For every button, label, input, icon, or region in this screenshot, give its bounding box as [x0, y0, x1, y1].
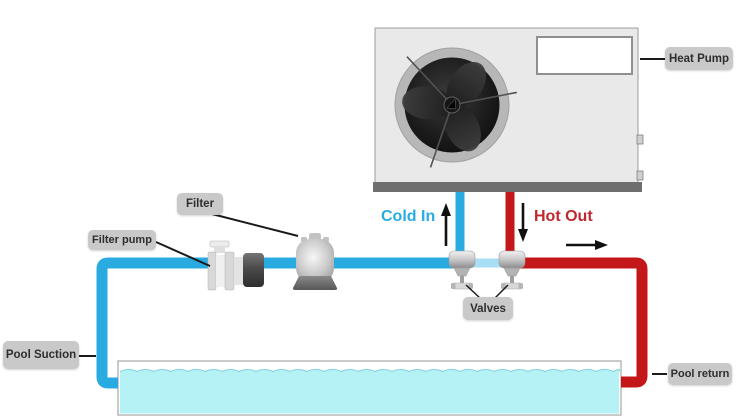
pool-water	[120, 369, 620, 414]
water-surface-line	[119, 369, 621, 373]
fan-icon	[394, 47, 517, 168]
side-connector-top	[636, 134, 644, 145]
display-panel	[536, 36, 633, 75]
valves-leader-line-left	[465, 284, 482, 300]
hot-out-arrow-icon	[518, 203, 528, 242]
heat-pump-base	[373, 182, 642, 192]
filter-label: Filter	[177, 193, 223, 215]
hot-pipe	[512, 257, 648, 388]
filter-pump-label: Filter pump	[88, 230, 156, 250]
pool-return-label: Pool return	[668, 363, 732, 385]
pool	[117, 360, 622, 416]
pool-suction-label: Pool Suction	[3, 341, 79, 369]
hot-out-text: Hot Out	[534, 208, 593, 225]
valves-label: Valves	[463, 297, 513, 320]
flow-right-arrow-icon	[566, 240, 608, 250]
side-connector-bottom	[636, 170, 644, 181]
filter-leader-line	[207, 212, 299, 237]
filter-pump-device	[207, 240, 264, 291]
heat-pump-label: Heat Pump	[665, 47, 733, 70]
filter-tank	[292, 233, 338, 290]
valves-leader-line-right	[493, 284, 509, 300]
valve-right	[498, 250, 526, 290]
heat-pump-unit	[373, 27, 644, 192]
cold-pipe	[96, 257, 462, 389]
cold-in-text: Cold In	[381, 208, 436, 225]
valve-left	[448, 250, 476, 290]
cold-in-arrow-icon	[441, 203, 451, 246]
filter-pump-leader-line	[155, 241, 211, 267]
